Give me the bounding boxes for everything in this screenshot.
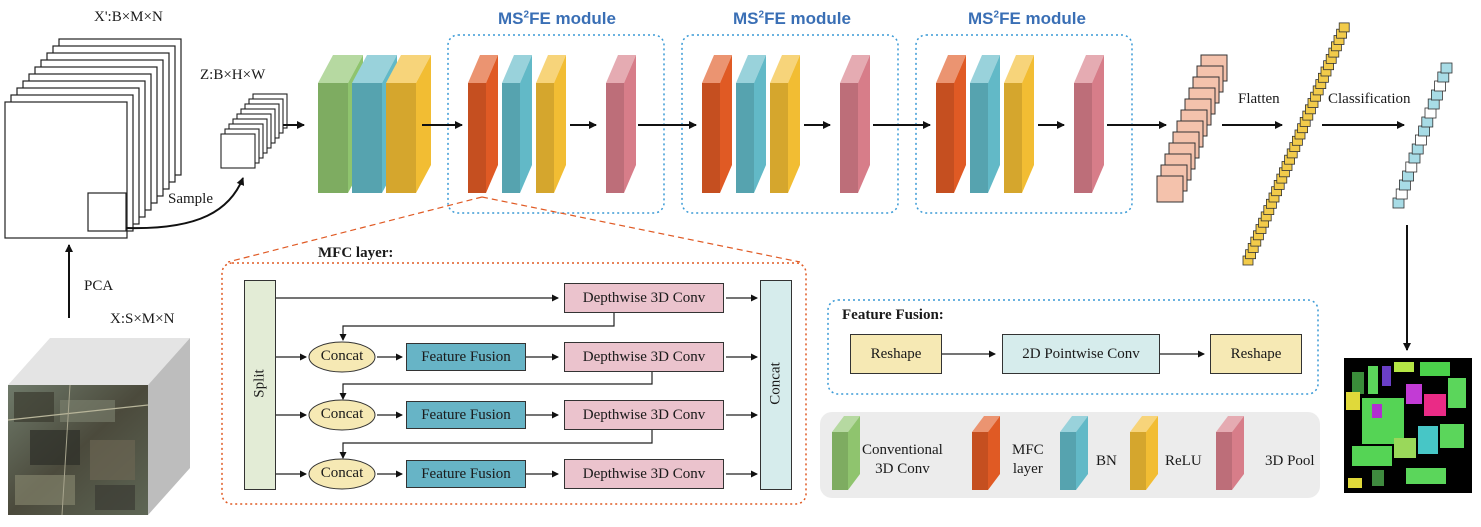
pool-slab-1 xyxy=(606,55,636,193)
concat-label-2: Concat xyxy=(320,406,364,422)
module-relu-slab-1 xyxy=(536,55,566,193)
conv-block xyxy=(318,55,431,193)
class-cell xyxy=(1437,71,1450,83)
xprime-label: X':B×M×N xyxy=(94,9,163,25)
dw-conv-4: Depthwise 3D Conv xyxy=(564,459,724,489)
class-cell xyxy=(1411,143,1424,155)
sample-window xyxy=(87,192,127,232)
class-cell xyxy=(1415,134,1427,146)
class-cell xyxy=(1402,170,1414,182)
pointwise-conv-box: 2D Pointwise Conv xyxy=(1002,334,1160,374)
module-bn-slab-1 xyxy=(502,55,532,193)
class-cell xyxy=(1427,98,1440,110)
mfc-container xyxy=(221,262,807,505)
class-cell xyxy=(1431,89,1443,101)
z-patch-stack xyxy=(220,93,288,169)
concat-label-1: Concat xyxy=(320,348,364,364)
class-cell xyxy=(1408,152,1421,164)
feature-fusion-1: Feature Fusion xyxy=(406,343,526,371)
feature-map-slice xyxy=(1156,175,1184,203)
class-cell xyxy=(1395,188,1408,200)
legend-label-pool: 3D Pool xyxy=(1265,453,1315,469)
split-box xyxy=(244,280,276,490)
mfc-slab-1 xyxy=(468,55,498,193)
concat-label-3: Concat xyxy=(320,465,364,481)
legend-icon-0 xyxy=(832,416,860,490)
mfc-slab-3 xyxy=(936,55,966,193)
class-cell xyxy=(1440,62,1453,74)
legend-icon-4 xyxy=(1216,416,1244,490)
legend-icon-1 xyxy=(972,416,1000,490)
flatten-cell xyxy=(1338,22,1350,33)
module-bn-slab-3 xyxy=(970,55,1000,193)
class-vector xyxy=(1392,62,1453,209)
fusion-title: Feature Fusion: xyxy=(842,307,944,323)
concat-output-box xyxy=(760,280,792,490)
mfc-title: MFC layer: xyxy=(318,245,394,261)
class-cell xyxy=(1434,80,1446,92)
concat-ellipse-2 xyxy=(308,399,376,431)
legend-label-relu: ReLU xyxy=(1165,453,1202,469)
flatten-vector xyxy=(1242,22,1350,266)
dw-conv-3: Depthwise 3D Conv xyxy=(564,400,724,430)
concat-ellipse-1 xyxy=(308,341,376,373)
class-cell xyxy=(1405,161,1418,173)
feature-stack xyxy=(1156,54,1228,203)
module-title-1: MS2FE module xyxy=(498,9,616,28)
x-label: X:S×M×N xyxy=(110,311,175,327)
concat-output-label: Concat xyxy=(767,362,784,405)
class-cell xyxy=(1418,125,1430,137)
module-bn-slab-2 xyxy=(736,55,766,193)
class-cell xyxy=(1424,107,1437,119)
split-label: Split xyxy=(251,369,268,398)
z-slice xyxy=(220,133,256,169)
class-cell xyxy=(1399,179,1411,191)
legend-label-bn: BN xyxy=(1096,453,1117,469)
legend-icon-3 xyxy=(1130,416,1158,490)
mfc-slab-2 xyxy=(702,55,732,193)
module-relu-slab-3 xyxy=(1004,55,1034,193)
legend-icon-2 xyxy=(1060,416,1088,490)
classification-label: Classification xyxy=(1328,91,1411,107)
flatten-label: Flatten xyxy=(1238,91,1280,107)
dw-conv-2: Depthwise 3D Conv xyxy=(564,342,724,372)
feature-fusion-3: Feature Fusion xyxy=(406,460,526,488)
pca-label: PCA xyxy=(84,278,114,294)
sample-arrow xyxy=(125,177,245,230)
pool-slab-2 xyxy=(840,55,870,193)
sample-label: Sample xyxy=(168,191,213,207)
class-cell xyxy=(1392,197,1405,209)
feature-fusion-2: Feature Fusion xyxy=(406,401,526,429)
hsi-cube xyxy=(7,338,190,516)
classification-map xyxy=(1344,358,1472,493)
z-label: Z:B×H×W xyxy=(200,67,266,83)
concat-ellipse-3 xyxy=(308,458,376,490)
module-title-2: MS2FE module xyxy=(733,9,851,28)
dw-conv-1: Depthwise 3D Conv xyxy=(564,283,724,313)
fusion-container xyxy=(827,299,1319,395)
reshape-box-1: Reshape xyxy=(850,334,942,374)
module-title-3: MS2FE module xyxy=(968,9,1086,28)
reshape-box-2: Reshape xyxy=(1210,334,1302,374)
module-relu-slab-2 xyxy=(770,55,800,193)
pool-slab-3 xyxy=(1074,55,1104,193)
class-cell xyxy=(1421,116,1434,128)
